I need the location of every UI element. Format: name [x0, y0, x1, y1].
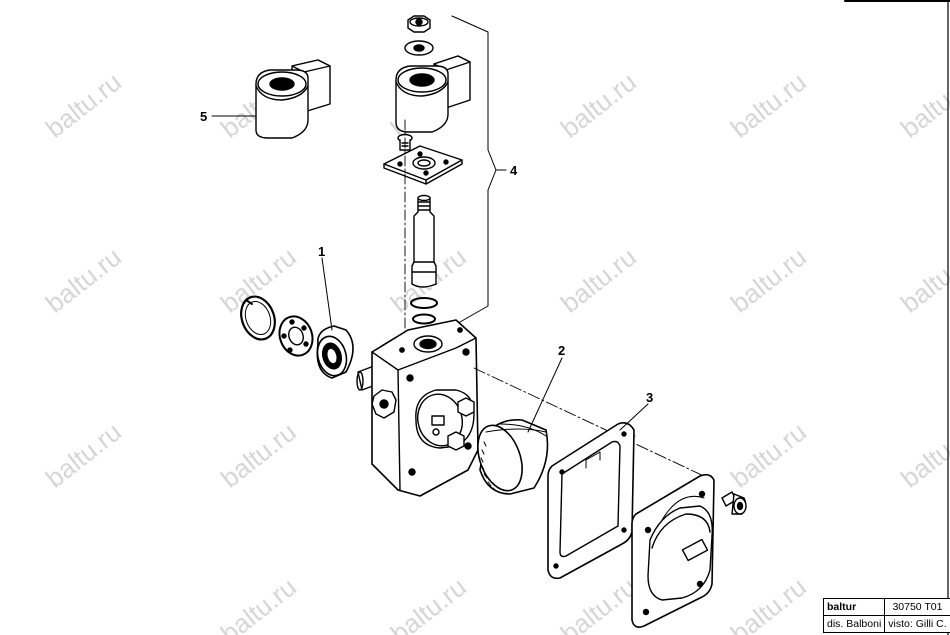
- solenoid-coil-part-5: [255, 59, 331, 139]
- filter-part-2: [477, 418, 549, 495]
- cover-screw: [721, 491, 747, 515]
- callout-4: 4: [510, 163, 518, 178]
- title-block-drawn-by: dis. Balboni: [822, 615, 886, 633]
- callout-5: 5: [200, 109, 208, 124]
- callout-1: 1: [318, 244, 326, 259]
- solenoid-valve-group-part-4: [383, 15, 471, 325]
- leader-line-3: [619, 403, 649, 431]
- title-block-checked-by: visto: Gilli C.: [884, 615, 950, 633]
- bearing-set-part-1: [240, 295, 354, 379]
- title-block: baltur 30750 T01 dis. Balboni visto: Gil…: [822, 598, 950, 633]
- title-block-brand: baltur: [822, 598, 886, 616]
- callout-3: 3: [646, 390, 654, 405]
- gasket-part-3: [547, 422, 635, 580]
- title-block-drawing-number: 30750 T01: [884, 598, 950, 616]
- leader-line-2: [527, 357, 563, 433]
- pump-body: [356, 319, 479, 497]
- callout-2: 2: [558, 343, 566, 358]
- pump-cover: [631, 473, 715, 628]
- leader-line-1: [321, 257, 333, 331]
